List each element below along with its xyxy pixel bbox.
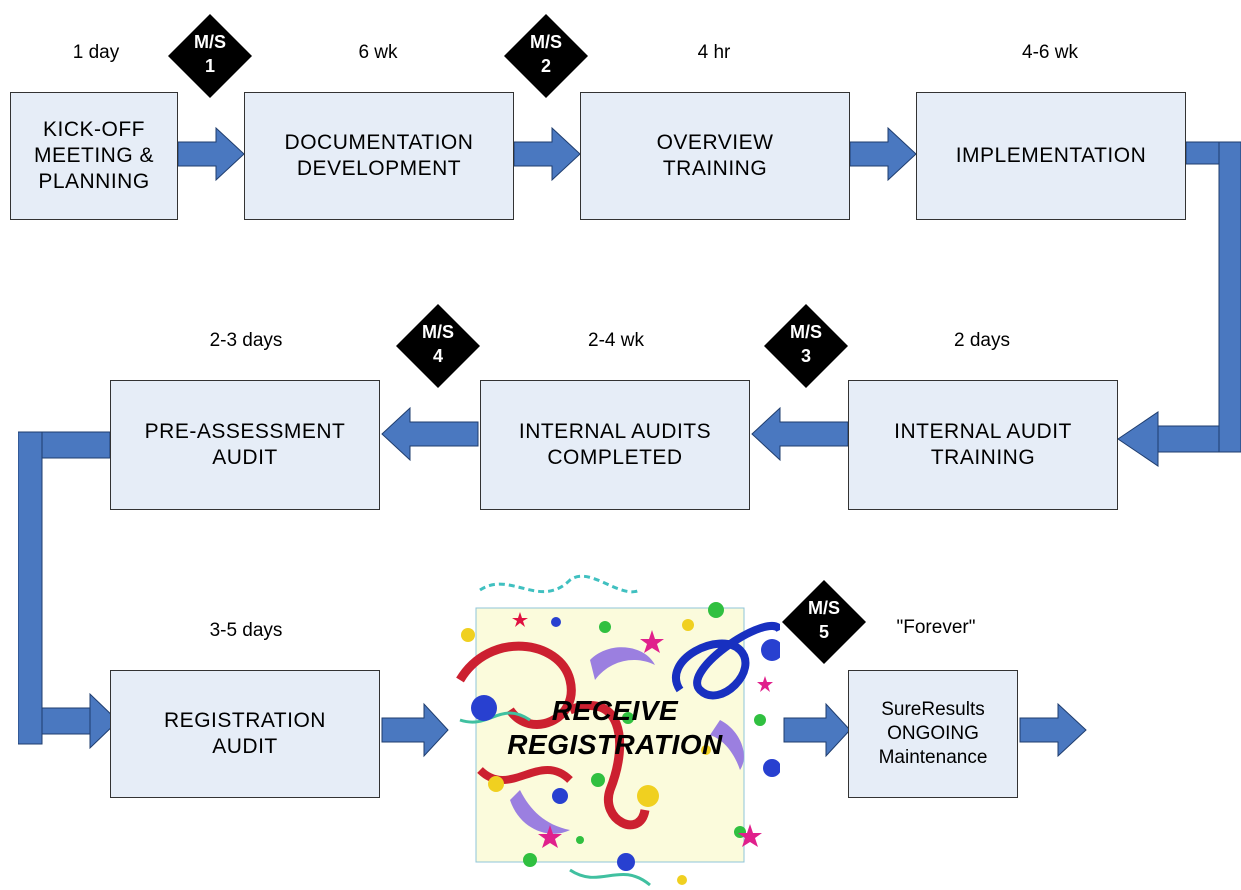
- duration-implementation: 4-6 wk: [1022, 42, 1078, 63]
- documentation-development-box: DOCUMENTATION DEVELOPMENT: [244, 92, 514, 220]
- arrow-5-6: [751, 406, 849, 462]
- registration-audit-box: REGISTRATION AUDIT: [110, 670, 380, 798]
- duration-registration-audit: 3-5 days: [209, 620, 283, 641]
- pre-assessment-audit-box: PRE-ASSESSMENT AUDIT: [110, 380, 380, 510]
- duration-maintenance: "Forever": [896, 617, 976, 638]
- connector-left: [18, 431, 118, 750]
- milestone-label: M/S: [807, 598, 840, 618]
- kickoff-meeting-box: KICK-OFF MEETING & PLANNING: [10, 92, 178, 220]
- milestone-label: M/S: [193, 32, 226, 52]
- milestone-diamond-icon: [782, 580, 866, 664]
- ongoing-maintenance-box: SureResults ONGOING Maintenance: [848, 670, 1018, 798]
- arrow-forever: [1019, 702, 1087, 758]
- duration-internal-audit-training: 2 days: [954, 330, 1010, 351]
- arrow-8-celebration: [381, 702, 449, 758]
- arrow-3-4: [849, 126, 917, 182]
- registration-label: REGISTRATION: [507, 729, 723, 760]
- milestone-diamond-icon: [504, 14, 588, 98]
- duration-overview: 4 hr: [697, 42, 731, 63]
- milestone-label: M/S: [529, 32, 562, 52]
- duration-internal-audits-completed: 2-4 wk: [588, 330, 644, 351]
- arrow-2-3: [513, 126, 581, 182]
- duration-kickoff: 1 day: [72, 42, 120, 63]
- milestone-2: M/S 2: [504, 14, 588, 98]
- receive-label: RECEIVE: [551, 695, 679, 726]
- duration-documentation: 6 wk: [358, 42, 398, 63]
- milestone-diamond-icon: [396, 304, 480, 388]
- connector-right: [1117, 141, 1241, 467]
- arrow-6-7: [381, 406, 479, 462]
- milestone-diamond-icon: [168, 14, 252, 98]
- implementation-box: IMPLEMENTATION: [916, 92, 1186, 220]
- duration-pre-assessment: 2-3 days: [209, 330, 283, 351]
- receive-registration-text: RECEIVE REGISTRATION: [465, 694, 765, 762]
- internal-audits-completed-box: INTERNAL AUDITS COMPLETED: [480, 380, 750, 510]
- milestone-5: M/S 5: [782, 580, 866, 664]
- milestone-number: 3: [800, 346, 811, 366]
- milestone-4: M/S 4: [396, 304, 480, 388]
- arrow-1-2: [177, 126, 245, 182]
- milestone-label: M/S: [789, 322, 822, 342]
- milestone-number: 2: [540, 56, 551, 76]
- internal-audit-training-box: INTERNAL AUDIT TRAINING: [848, 380, 1118, 510]
- arrow-celebration-maintenance: [783, 702, 851, 758]
- milestone-number: 4: [432, 346, 443, 366]
- milestone-number: 1: [204, 56, 215, 76]
- milestone-diamond-icon: [764, 304, 848, 388]
- milestone-3: M/S 3: [764, 304, 848, 388]
- celebration-graphic: [456, 574, 780, 887]
- milestone-number: 5: [818, 622, 829, 642]
- overview-training-box: OVERVIEW TRAINING: [580, 92, 850, 220]
- milestone-1: M/S 1: [168, 14, 252, 98]
- milestone-label: M/S: [421, 322, 454, 342]
